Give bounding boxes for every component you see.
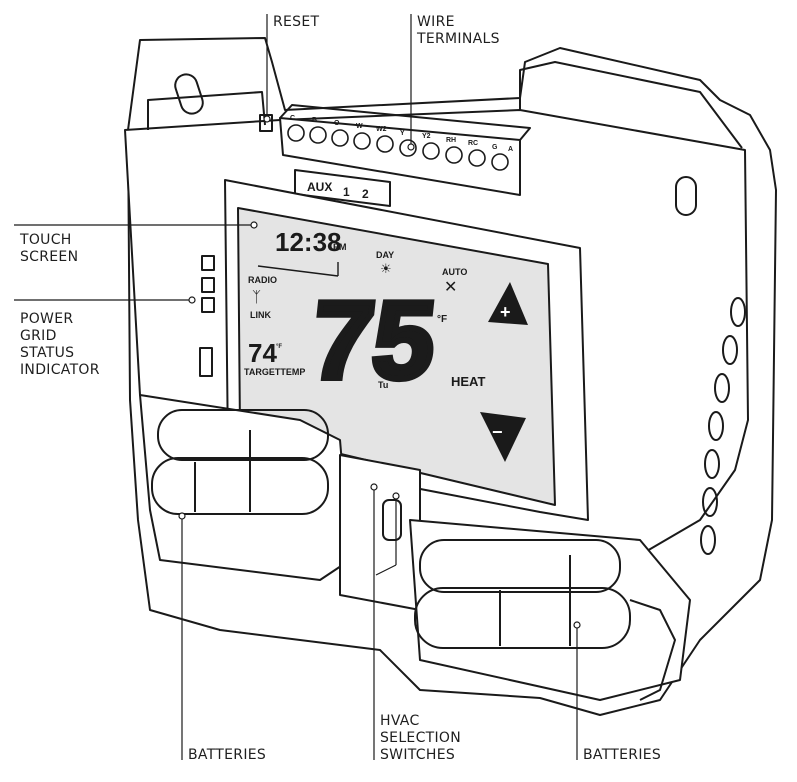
- power-grid-label-line-4: INDICATOR: [20, 362, 100, 378]
- battery-pack-left: [139, 394, 351, 581]
- fan-icon: ✕: [444, 277, 457, 296]
- target-temperature: 74: [248, 338, 277, 368]
- lcd-display: 12:38 PM DAY ☀ AUTO ✕ RADIO ᛉ LINK 75 °F…: [244, 227, 528, 462]
- wire-terminals-label-line-1: WIRE: [417, 14, 455, 30]
- hvac-callout: HVAC SELECTION SWITCHES: [380, 713, 461, 764]
- auto-label: AUTO: [442, 267, 467, 277]
- terminal-label: W: [356, 123, 363, 130]
- aux-label: AUX: [307, 180, 332, 194]
- target-temp-label: TARGETTEMP: [244, 367, 305, 377]
- reset-label: RESET: [273, 14, 320, 30]
- terminal-label: A: [508, 146, 513, 153]
- current-temperature: 75: [306, 279, 441, 402]
- radio-label: RADIO: [248, 275, 277, 285]
- terminal-label: Y: [400, 130, 405, 137]
- terminal-label: C: [290, 115, 295, 122]
- hvac-label-line-1: HVAC: [380, 713, 420, 729]
- switch-2-label: 2: [362, 187, 369, 201]
- link-label: LINK: [250, 310, 271, 320]
- indicator-1: [201, 255, 215, 271]
- touch-screen-callout: TOUCH SCREEN: [20, 232, 78, 266]
- sun-icon: ☀: [380, 261, 392, 276]
- hvac-label-line-3: SWITCHES: [380, 747, 456, 763]
- batteries-left-callout: BATTERIES: [188, 747, 266, 764]
- indicator-4: [199, 347, 213, 377]
- hvac-label-line-2: SELECTION: [380, 730, 462, 746]
- target-unit: °F: [276, 344, 282, 350]
- batteries-right-label: BATTERIES: [583, 747, 662, 763]
- terminal-label: B: [312, 117, 317, 124]
- power-grid-label-line-2: GRID: [20, 328, 57, 344]
- indicator-3: [201, 297, 215, 313]
- heat-mode: HEAT: [451, 374, 485, 389]
- wire-terminals-label-line-2: TERMINALS: [417, 31, 500, 47]
- terminal-label: RC: [468, 140, 478, 147]
- power-grid-label-line-1: POWER: [20, 311, 74, 327]
- day-label: DAY: [376, 250, 394, 260]
- batteries-left-label: BATTERIES: [188, 747, 267, 763]
- power-grid-label-line-3: STATUS: [20, 345, 75, 361]
- terminal-label: Y2: [422, 133, 431, 140]
- terminal-label: G: [492, 144, 498, 151]
- battery-left-2: [151, 457, 329, 515]
- batteries-right-callout: BATTERIES: [583, 747, 661, 764]
- radio-tower-icon: ᛉ: [252, 288, 261, 306]
- temp-unit: °F: [437, 314, 447, 325]
- wire-terminals-callout: WIRE TERMINALS: [417, 14, 500, 48]
- temp-down-button[interactable]: −: [480, 412, 526, 462]
- touch-screen-label-line-2: SCREEN: [20, 249, 79, 265]
- terminal-label: O: [334, 120, 340, 127]
- indicator-2: [201, 277, 215, 293]
- hvac-switch-column: [339, 454, 421, 611]
- touch-screen-label-line-1: TOUCH: [20, 232, 72, 248]
- reset-button-shape: [259, 114, 273, 132]
- terminal-screws: [287, 124, 509, 171]
- reset-callout: RESET: [273, 14, 319, 31]
- minus-icon: −: [492, 422, 503, 442]
- terminal-label: RH: [446, 137, 456, 144]
- power-grid-callout: POWER GRID STATUS INDICATOR: [20, 311, 100, 379]
- plus-icon: +: [500, 302, 511, 322]
- battery-right-2: [414, 587, 631, 649]
- day-of-week: Tu: [378, 380, 388, 390]
- battery-right-1: [419, 539, 621, 593]
- mount-slot-right: [675, 176, 697, 216]
- temp-up-button[interactable]: +: [488, 282, 528, 325]
- terminal-label: W2: [376, 126, 387, 133]
- switch-1-label: 1: [343, 185, 350, 199]
- clock-time: 12:38: [275, 227, 342, 257]
- battery-left-1: [157, 409, 329, 461]
- clock-ampm: PM: [333, 242, 347, 252]
